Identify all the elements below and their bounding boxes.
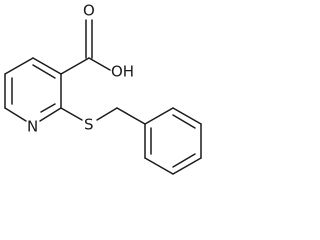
pyridine-ring	[4, 57, 62, 122]
bond-c3-carboxyl	[60, 57, 90, 75]
bond-ph-2	[144, 157, 174, 175]
hydroxyl-label: OH	[111, 63, 134, 81]
sulfur-label: S	[84, 116, 94, 134]
double-bond-ph-b	[172, 153, 196, 168]
bond-c4-c5	[4, 57, 34, 75]
bond-c-oh	[88, 57, 111, 71]
bond-n-c2	[39, 107, 62, 122]
bond-s-ch2	[96, 107, 118, 121]
structure-diagram: N S OH O	[4, 2, 202, 175]
double-bond-c2-n	[40, 103, 56, 113]
carbonyl-oxygen-label: O	[83, 2, 95, 20]
molecule-canvas: N S OH O	[4, 2, 202, 175]
phenyl-ring	[144, 107, 202, 175]
bond-ph-3	[172, 157, 202, 175]
double-bond-c3-c4	[32, 64, 56, 79]
carboxylic-acid-group	[60, 19, 111, 75]
bond-c6-n	[4, 107, 27, 122]
nitrogen-label: N	[27, 118, 38, 136]
bond-c3-c4	[32, 57, 62, 75]
bond-c2-s	[60, 107, 83, 121]
double-bond-ph-c	[172, 114, 196, 129]
thioether-linker	[60, 107, 146, 125]
bond-ph-6	[144, 107, 174, 125]
bond-ph-5	[172, 107, 202, 125]
bond-ch2-phenyl	[116, 107, 146, 125]
